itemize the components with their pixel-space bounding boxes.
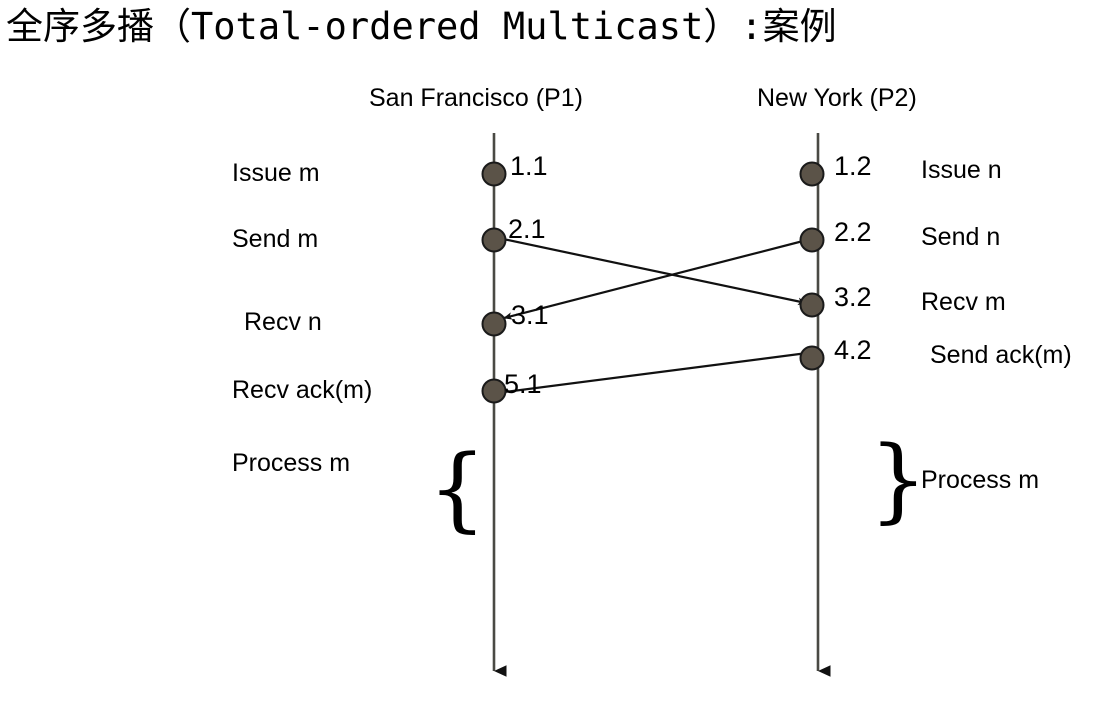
timestamp-left-2: 2.1 [508, 214, 546, 244]
event-dot-right-2 [799, 227, 825, 253]
page-title: 全序多播（Total-ordered Multicast）:案例 [6, 5, 837, 48]
timestamp-right-3: 3.2 [834, 282, 872, 312]
timestamp-left-4: 5.1 [504, 369, 542, 399]
event-label-left-1: Issue m [232, 159, 320, 187]
event-label-left-2: Send m [232, 225, 319, 253]
timestamp-left-1: 1.1 [510, 151, 548, 181]
process-label-right: Process m [921, 466, 1040, 494]
event-dot-right-3 [799, 292, 825, 318]
event-label-right-4: Send ack(m) [930, 341, 1072, 369]
timestamp-right-2: 2.2 [834, 217, 872, 247]
event-dot-right-4 [799, 345, 825, 371]
event-label-right-3: Recv m [921, 288, 1006, 316]
event-dot-left-3 [481, 311, 507, 337]
event-label-right-2: Send n [921, 223, 1001, 251]
column-header-right: New York (P2) [757, 84, 917, 112]
brace-right-icon: } [869, 426, 928, 533]
message-arrow-send-n [503, 238, 808, 320]
event-dot-left-2 [481, 227, 507, 253]
timestamp-left-3: 3.1 [511, 300, 549, 330]
event-label-right-1: Issue n [921, 156, 1002, 184]
event-label-left-4: Recv ack(m) [232, 376, 373, 404]
process-label-left: Process m [232, 449, 351, 477]
event-label-left-3: Recv n [244, 308, 322, 336]
message-arrow-send-ack [496, 350, 816, 395]
event-dot-left-1 [481, 161, 507, 187]
message-arrow-send-m [502, 237, 807, 306]
timestamp-right-4: 4.2 [834, 335, 872, 365]
timestamp-right-1: 1.2 [834, 151, 872, 181]
brace-left-icon: { [428, 435, 487, 542]
event-dot-right-1 [799, 161, 825, 187]
column-header-left: San Francisco (P1) [369, 84, 583, 112]
event-dot-left-4 [481, 378, 507, 404]
